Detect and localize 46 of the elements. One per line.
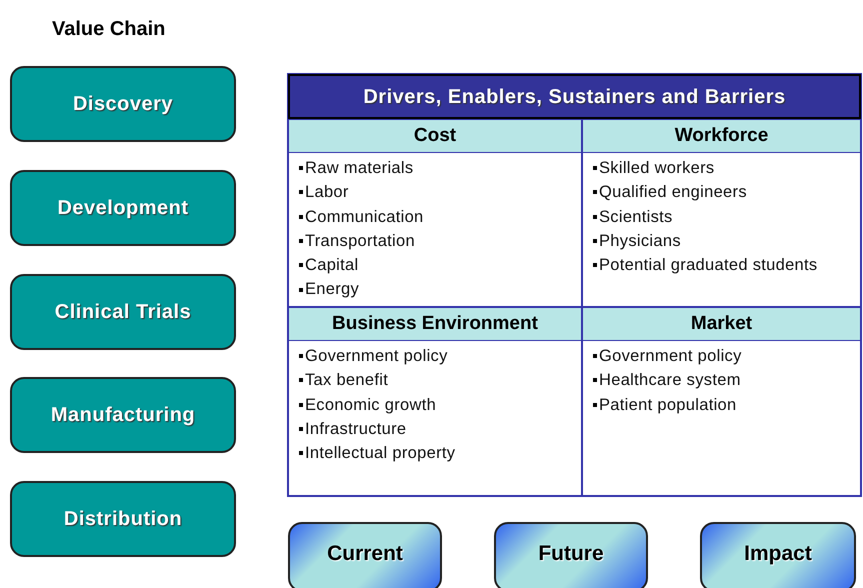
list-item: Patient population: [593, 392, 860, 417]
cell-heading: Business Environment: [332, 312, 538, 336]
stage-label: Clinical Trials: [54, 300, 192, 325]
factor-cell: [288, 119, 582, 307]
stage-label: Manufacturing: [50, 403, 196, 428]
process-box: [10, 377, 236, 453]
diagram-title: Value Chain: [52, 17, 166, 42]
tab-label: Future: [538, 541, 604, 568]
factor-cell: [582, 307, 861, 496]
stage-label: Discovery: [72, 92, 174, 117]
list-item: Economic growth: [299, 392, 581, 417]
list-item: Government policy: [593, 344, 860, 368]
list-item: Labor: [299, 180, 581, 205]
stage-label: Development: [57, 196, 189, 221]
list-item: Healthcare system: [593, 368, 860, 393]
list-item: Raw materials: [299, 156, 581, 180]
factor-cell: [582, 119, 861, 307]
list-item: Physicians: [593, 228, 860, 254]
tab-label: Impact: [744, 541, 812, 568]
list-item: Energy: [299, 277, 581, 302]
factor-cell: [288, 307, 582, 496]
list-item: Government policy: [299, 344, 581, 368]
tab-label: Current: [327, 541, 403, 568]
cell-heading: Cost: [414, 124, 456, 148]
tab-box: [494, 522, 648, 588]
process-box: [10, 274, 236, 350]
list-item: Tax benefit: [299, 368, 581, 393]
process-box: [10, 481, 236, 557]
cell-heading: Market: [690, 312, 752, 336]
tab-box: [288, 522, 442, 588]
list-item: Communication: [299, 204, 581, 229]
list-item: Scientists: [593, 204, 860, 229]
list-item: Transportation: [299, 228, 581, 254]
table-title: Drivers, Enablers, Sustainers and Barriers: [363, 84, 786, 110]
cell-heading: Workforce: [674, 124, 768, 148]
list-item: Infrastructure: [299, 416, 581, 442]
list-item: Potential graduated students: [593, 253, 860, 278]
process-box: [10, 170, 236, 246]
factor-table: [287, 73, 862, 497]
tab-box: [700, 522, 856, 588]
process-box: [10, 66, 236, 142]
stage-label: Distribution: [64, 507, 182, 532]
list-item: Qualified engineers: [593, 180, 860, 205]
list-item: Skilled workers: [593, 156, 860, 180]
list-item: Intellectual property: [299, 441, 581, 466]
list-item: Capital: [299, 253, 581, 278]
